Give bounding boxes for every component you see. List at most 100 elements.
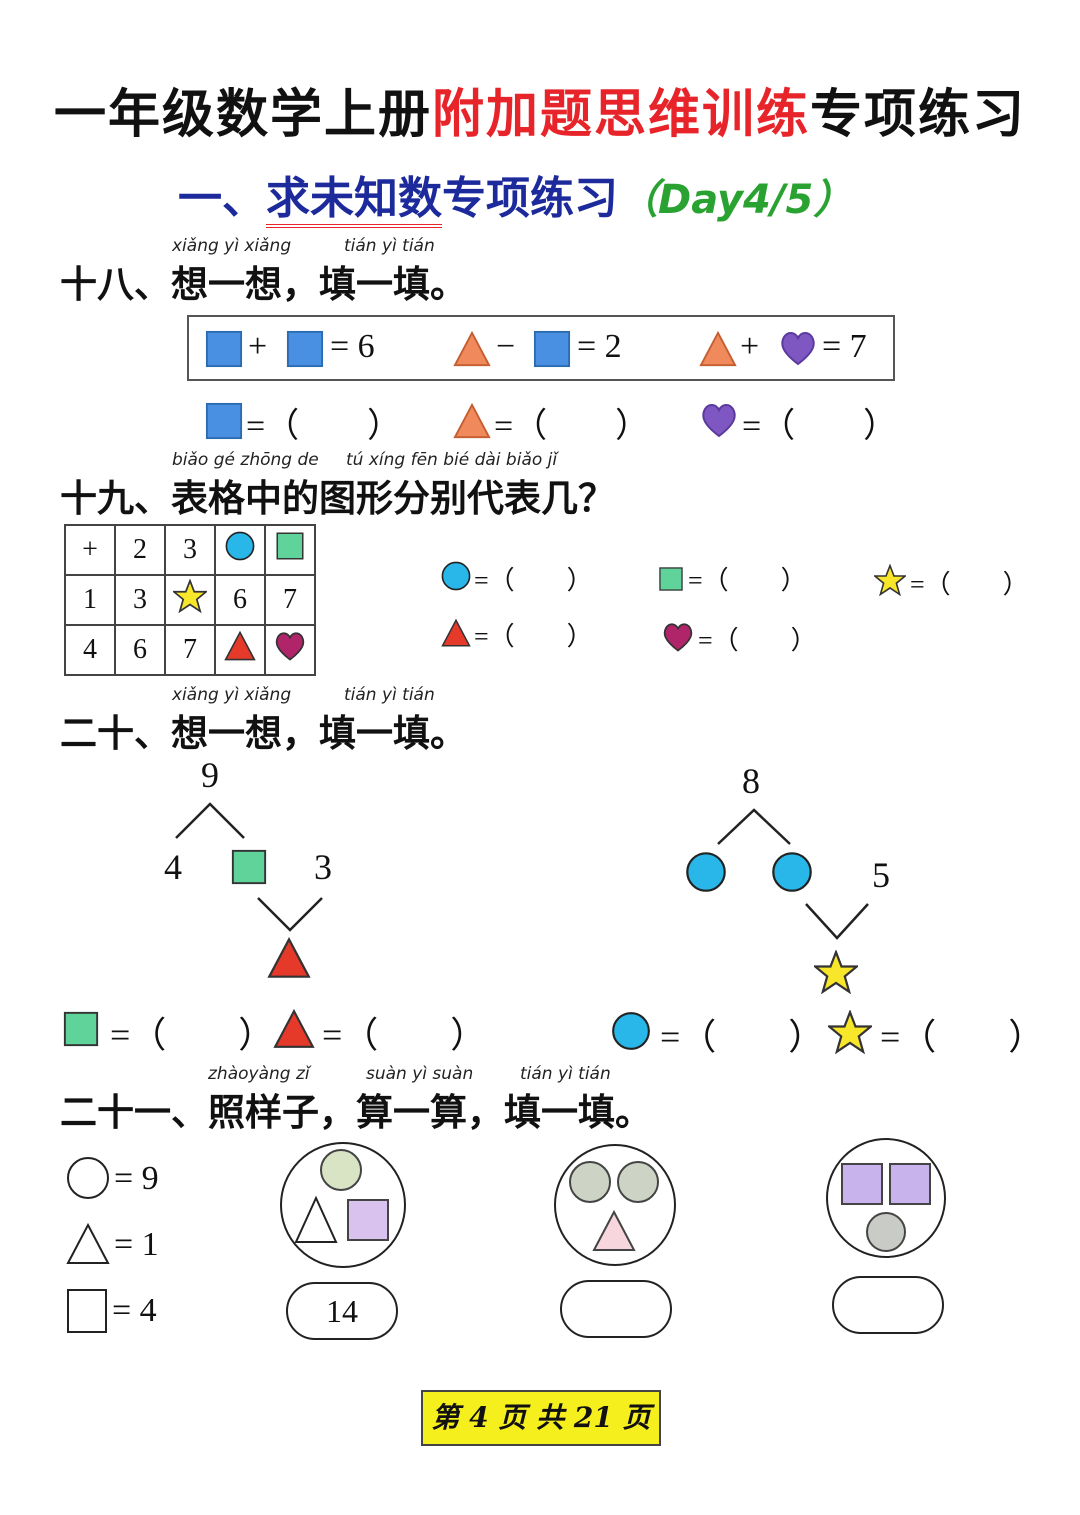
legend-square-value: = 4 xyxy=(112,1292,157,1329)
tree-merge xyxy=(805,903,869,940)
q19-addition-table: + 2 3 1 3 6 7 4 6 7 xyxy=(64,524,316,676)
tree-branch xyxy=(717,808,791,845)
q18-answer-square[interactable]: =（ ） xyxy=(246,408,402,445)
q18-answer-triangle[interactable]: =（ ） xyxy=(494,408,650,445)
q18-eq1-value: = 6 xyxy=(330,328,375,365)
example-shape-group xyxy=(280,1142,406,1268)
q20-answer-circle[interactable]: =（ ） xyxy=(660,1017,825,1057)
tree-left-top-number: 9 xyxy=(201,755,219,795)
yellow-star-icon xyxy=(874,564,906,596)
cyan-circle-icon xyxy=(440,560,472,592)
page-number-badge: 第 4 页 共 21 页 xyxy=(421,1390,661,1446)
q19-answer-heart[interactable]: =（ ） xyxy=(698,626,817,655)
q20-answer-triangle[interactable]: =（ ） xyxy=(322,1015,487,1055)
subtitle-day: （Day4/5） xyxy=(618,177,854,223)
q19-title: 十九、表格中的图形分别代表几？ xyxy=(60,476,615,520)
q18-pinyin-1: xiǎng yì xiǎng xyxy=(172,236,292,256)
subtitle-prefix: 一、 xyxy=(178,173,266,224)
table-cell: 1 xyxy=(64,574,116,626)
blue-square-icon xyxy=(286,330,324,368)
red-triangle-icon xyxy=(223,630,257,662)
q20-answer-star[interactable]: =（ ） xyxy=(880,1017,1045,1057)
yellow-star-icon xyxy=(173,579,207,613)
red-triangle-icon xyxy=(266,936,312,980)
title-part1: 一年级数学上册 xyxy=(53,84,432,145)
green-square-icon xyxy=(658,566,684,592)
q19-answer-triangle[interactable]: =（ ） xyxy=(474,622,593,651)
plus-sign: + xyxy=(740,328,760,365)
q21-title: 二十一、照样子，算一算，填一填。 xyxy=(60,1090,652,1134)
yellow-star-icon xyxy=(828,1010,872,1054)
exercise-2-shape-group xyxy=(554,1144,676,1266)
q18-answer-heart[interactable]: =（ ） xyxy=(742,408,898,445)
example-answer-pill: 14 xyxy=(286,1282,398,1340)
outline-triangle-icon xyxy=(66,1222,110,1264)
q21-pinyin-1: zhàoyàng zǐ xyxy=(208,1064,310,1084)
orange-triangle-icon xyxy=(698,330,738,368)
exercise-3-shape-group xyxy=(826,1138,946,1258)
table-cell xyxy=(164,574,216,626)
q19-pinyin-1: biǎo gé zhōng de xyxy=(172,450,319,470)
exercise-3-answer-pill[interactable] xyxy=(832,1276,944,1334)
purple-heart-icon xyxy=(698,400,740,440)
blue-square-icon xyxy=(205,330,243,368)
table-cell: 6 xyxy=(114,624,166,676)
q18-eq3-value: = 7 xyxy=(822,328,867,365)
legend-circle-value: = 9 xyxy=(114,1160,159,1197)
table-cell xyxy=(214,524,266,576)
title-part2: 附加题思维训练 xyxy=(431,84,810,145)
plus-sign: + xyxy=(248,328,268,365)
cyan-circle-icon xyxy=(610,1010,652,1052)
orange-triangle-icon xyxy=(452,330,492,368)
green-square-icon xyxy=(275,531,305,561)
subtitle-main: 求未知数 xyxy=(266,173,442,228)
purple-heart-icon xyxy=(777,328,819,368)
q19-answer-circle[interactable]: =（ ） xyxy=(474,566,593,595)
exercise-2-answer-pill[interactable] xyxy=(560,1280,672,1338)
tree-merge xyxy=(257,897,323,932)
table-cell: 7 xyxy=(264,574,316,626)
legend-triangle-value: = 1 xyxy=(114,1226,159,1263)
table-cell: 3 xyxy=(164,524,216,576)
q19-answer-star[interactable]: =（ ） xyxy=(910,570,1029,599)
title-part3: 专项练习 xyxy=(810,84,1027,145)
tree-right-top-number: 8 xyxy=(742,761,760,801)
blue-square-icon xyxy=(533,330,571,368)
tree-branch xyxy=(175,802,245,839)
table-cell xyxy=(264,524,316,576)
tree-right-b-number: 5 xyxy=(872,855,890,895)
q18-title: 十八、想一想，填一填。 xyxy=(60,262,467,306)
q19-answer-square[interactable]: =（ ） xyxy=(688,566,807,595)
table-cell: 2 xyxy=(114,524,166,576)
magenta-heart-icon xyxy=(272,629,308,663)
cyan-circle-icon xyxy=(770,850,814,894)
section-subtitle: 一、求未知数专项练习（Day4/5） xyxy=(178,162,854,228)
tree-left-b-number: 3 xyxy=(314,847,332,887)
subtitle-rest: 专项练习 xyxy=(442,173,618,224)
page-title: 一年级数学上册附加题思维训练专项练习 xyxy=(0,72,1080,147)
red-triangle-icon xyxy=(440,618,472,648)
green-square-icon xyxy=(62,1010,100,1048)
outline-square-icon xyxy=(67,1289,107,1333)
q18-pinyin-2: tián yì tián xyxy=(344,236,435,256)
outline-circle-icon xyxy=(67,1157,109,1199)
table-cell: + xyxy=(64,524,116,576)
magenta-heart-icon xyxy=(660,620,696,654)
green-square-icon xyxy=(230,848,268,886)
table-cell xyxy=(264,624,316,676)
orange-triangle-icon xyxy=(452,402,492,440)
q19-pinyin-2: tú xíng fēn bié dài biǎo jǐ xyxy=(346,450,558,470)
q18-equation-box xyxy=(187,315,895,381)
q21-pinyin-3: tián yì tián xyxy=(520,1064,611,1084)
cyan-circle-icon xyxy=(684,850,728,894)
yellow-star-icon xyxy=(814,950,858,994)
tree-left-a-number: 4 xyxy=(164,847,182,887)
q20-answer-square[interactable]: =（ ） xyxy=(110,1015,275,1055)
cyan-circle-icon xyxy=(224,530,256,562)
q18-eq2-value: = 2 xyxy=(577,328,622,365)
table-cell: 4 xyxy=(64,624,116,676)
minus-sign: − xyxy=(496,328,516,365)
red-triangle-icon xyxy=(270,1008,318,1050)
table-cell xyxy=(214,624,266,676)
q21-pinyin-2: suàn yì suàn xyxy=(366,1064,474,1084)
